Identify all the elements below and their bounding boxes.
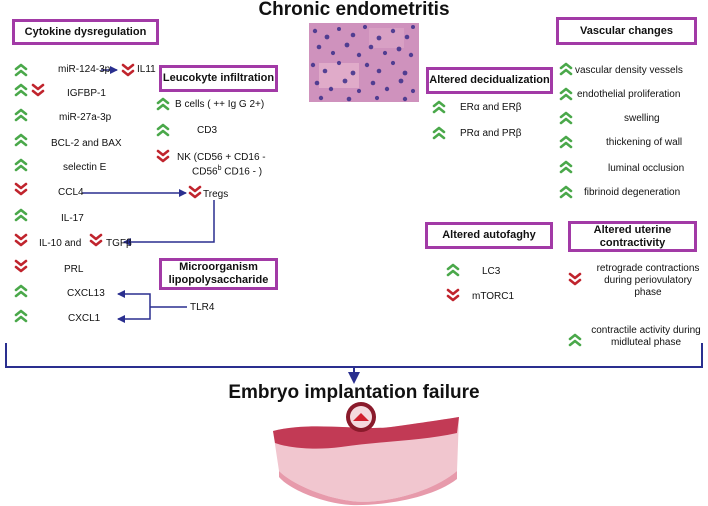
arrow-tregs-tgfb [123,200,215,246]
igfbp1-label: IGFBP-1 [67,88,106,99]
mtorc1-label: mTORC1 [472,291,515,302]
chevron-up-icon [559,111,573,125]
altered-autophagy-heading: Altered autofaghy [442,229,536,242]
vascular-changes-box: Vascular changes [556,17,697,45]
arrow-tlr4-cxcl1 [117,307,151,323]
leukocyte-infiltration-box: Leucokyte infiltration [159,65,278,92]
chevron-up-icon [568,333,582,347]
lc3-label: LC3 [482,266,501,277]
altered-decidualization-box: Altered decidualization [426,67,553,94]
il11-label: IL11 [137,64,156,75]
chevron-up-icon [559,185,573,199]
chevron-up-icon [14,158,28,172]
chevron-down-icon [121,63,135,77]
chevron-down-icon [14,259,28,273]
il17-label: IL-17 [61,213,84,224]
nk-cells-subset-label: CD56b CD16 - ) [192,165,262,178]
chevron-down-icon [446,288,460,302]
nk-subset-rest: CD16 - ) [221,166,263,178]
chevron-down-icon [89,233,103,247]
chevron-up-icon [14,83,28,97]
contractility-retrograde-label: retrograde contractions during periovula… [596,263,700,298]
vascular-item: fibrinoid degeneration [584,187,681,198]
chevron-up-icon [559,62,573,76]
chevron-up-icon [14,133,28,147]
microorganism-box: Microorganism lipopolysaccharide [159,258,278,290]
chevron-down-icon [568,272,582,286]
chevron-down-icon [156,149,170,163]
vascular-item: luminal occlusion [608,163,685,174]
cxcl1-label: CXCL1 [68,313,101,324]
tlr4-label: TLR4 [190,302,215,313]
selectin-e-label: selectin E [63,162,107,173]
chevron-up-icon [446,263,460,277]
vascular-item: vascular density vessels [575,65,683,76]
histology-texture [309,23,419,102]
chevron-down-icon [188,185,202,199]
altered-autophagy-box: Altered autofaghy [425,222,553,249]
tregs-label: Tregs [203,189,229,200]
vascular-item: thickening of wall [606,137,683,148]
chevron-up-icon [14,284,28,298]
cxcl13-label: CXCL13 [67,288,105,299]
nk-subset-superscript: b [217,165,222,172]
chevron-up-icon [14,108,28,122]
chevron-up-icon [156,123,170,137]
chevron-up-icon [432,126,446,140]
nk-cells-label: NK (CD56 + CD16 - [177,152,266,163]
cd3-label: CD3 [197,125,218,136]
cytokine-dysregulation-heading: Cytokine dysregulation [24,25,147,38]
contractility-midluteal-label: contractile activity during midluteal ph… [591,325,701,348]
vascular-item: endothelial proliferation [577,89,681,100]
chevron-up-icon [14,208,28,222]
endometrium-illustration [273,402,459,506]
il10-label: IL-10 and [39,238,82,249]
chevron-up-icon [14,309,28,323]
altered-contractility-heading: Altered uterine contractivity [593,223,672,249]
outcome-title: Embryo implantation failure [228,382,480,403]
mir124-label: miR-124-3p [58,64,111,75]
chevron-up-icon [559,135,573,149]
chevron-up-icon [559,87,573,101]
chevron-up-icon [432,100,446,114]
b-cells-label: B cells ( ++ Ig G 2+) [175,99,265,110]
chevron-up-icon [559,160,573,174]
leukocyte-infiltration-heading: Leucokyte infiltration [162,72,275,85]
chevron-up-icon [156,97,170,111]
bcl2-bax-label: BCL-2 and BAX [51,138,122,149]
chevron-up-icon [14,63,28,77]
mir27-label: miR-27a-3p [59,112,112,123]
vascular-changes-heading: Vascular changes [580,24,673,37]
nk-subset-marker: CD56 [192,166,218,178]
cytokine-dysregulation-box: Cytokine dysregulation [12,19,159,45]
altered-decidualization-heading: Altered decidualization [429,74,550,87]
histology-image [309,23,419,102]
chevron-down-icon [14,182,28,196]
chevron-down-icon [31,83,45,97]
ccl4-label: CCL4 [58,187,84,198]
pr-label: PRα and PRβ [460,128,522,139]
microorganism-heading: Microorganism lipopolysaccharide [168,261,269,286]
page-title: Chronic endometritis [258,0,450,20]
chevron-down-icon [14,233,28,247]
prl-label: PRL [64,264,84,275]
altered-contractility-box: Altered uterine contractivity [568,221,697,252]
arrow-tlr4-cxcl13 [117,290,151,307]
er-label: ERα and ERβ [460,102,522,113]
vascular-item: swelling [624,113,660,124]
tgfb-label: TGFβ [106,238,132,249]
